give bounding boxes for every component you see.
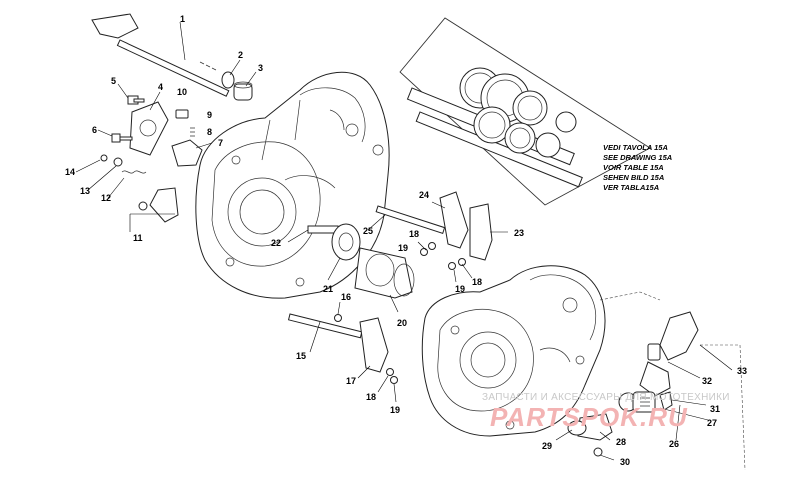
reference-note-line-5: VER TABLA15A [603, 183, 659, 192]
callout-13: 13 [80, 186, 90, 196]
callout-18-lower: 18 [366, 392, 376, 402]
reference-note-line-3: VOIR TABLE 15A [603, 163, 664, 172]
callout-27: 27 [707, 418, 717, 428]
callout-16: 16 [341, 292, 351, 302]
callout-7: 7 [218, 138, 223, 148]
watermark-tagline: ЗАПЧАСТИ И АКСЕССУАРЫ ДЛЯ МОТОТЕХНИКИ [482, 392, 730, 403]
callout-18-right: 18 [472, 277, 482, 287]
callout-numbers: 1 2 3 4 5 6 7 8 9 10 11 12 13 14 15 16 1… [65, 14, 747, 467]
callout-33: 33 [737, 366, 747, 376]
callout-3: 3 [258, 63, 263, 73]
detent-parts [171, 109, 203, 167]
callout-11: 11 [133, 233, 143, 243]
callout-17: 17 [346, 376, 356, 386]
shift-fork-lower [334, 314, 398, 384]
callout-19-right: 19 [455, 284, 465, 294]
callout-30: 30 [620, 457, 630, 467]
callout-31: 31 [710, 404, 720, 414]
callout-20: 20 [397, 318, 407, 328]
bushing [233, 81, 253, 101]
watermark-site: PARTSPOK.RU [490, 402, 688, 432]
watermark: ЗАПЧАСТИ И АКСЕССУАРЫ ДЛЯ МОТОТЕХНИКИ PA… [482, 392, 730, 432]
lower-fork-shaft [287, 313, 363, 339]
selector-drum-assembly [307, 223, 415, 299]
screw [127, 95, 145, 105]
reference-note-line-2: SEE DRAWING 15A [603, 153, 672, 162]
callout-9: 9 [207, 110, 212, 120]
callout-4: 4 [158, 82, 163, 92]
leader-lines [75, 21, 733, 461]
callout-5: 5 [111, 76, 116, 86]
spring-and-washer [100, 154, 147, 174]
right-crankcase-half [421, 265, 606, 437]
callout-32: 32 [702, 376, 712, 386]
callout-29: 29 [542, 441, 552, 451]
callout-15: 15 [296, 351, 306, 361]
callout-14: 14 [65, 167, 75, 177]
gearshift-shaft [91, 13, 230, 97]
callout-6: 6 [92, 125, 97, 135]
bolt [111, 133, 133, 143]
callout-2: 2 [238, 50, 243, 60]
callout-26: 26 [669, 439, 679, 449]
oil-seal [221, 71, 235, 89]
callout-22: 22 [271, 238, 281, 248]
selector-lever [138, 187, 179, 223]
callout-24: 24 [419, 190, 429, 200]
reference-note-line-1: VEDI TAVOLA 15A [603, 143, 668, 152]
callout-25: 25 [363, 226, 373, 236]
pedal-bracket [567, 413, 613, 457]
callout-10: 10 [177, 87, 187, 97]
callout-1: 1 [180, 14, 185, 24]
gearbox-reference-inset: VEDI TAVOLA 15A SEE DRAWING 15A VOIR TAB… [399, 17, 672, 206]
shift-lever-assembly [618, 311, 699, 413]
cover-plate [129, 101, 169, 156]
callout-21: 21 [323, 284, 333, 294]
gear-cluster [459, 67, 577, 158]
callout-19-middle: 19 [398, 243, 408, 253]
shift-forks-upper [420, 191, 493, 270]
callout-28: 28 [616, 437, 626, 447]
callout-19-lower: 19 [390, 405, 400, 415]
callout-18-middle: 18 [409, 229, 419, 239]
callout-8: 8 [207, 127, 212, 137]
callout-23: 23 [514, 228, 524, 238]
mounting-outline [599, 291, 746, 471]
fork-shaft [375, 205, 446, 234]
reference-note-line-4: SEHEN BILD 15A [603, 173, 664, 182]
callout-12: 12 [101, 193, 111, 203]
